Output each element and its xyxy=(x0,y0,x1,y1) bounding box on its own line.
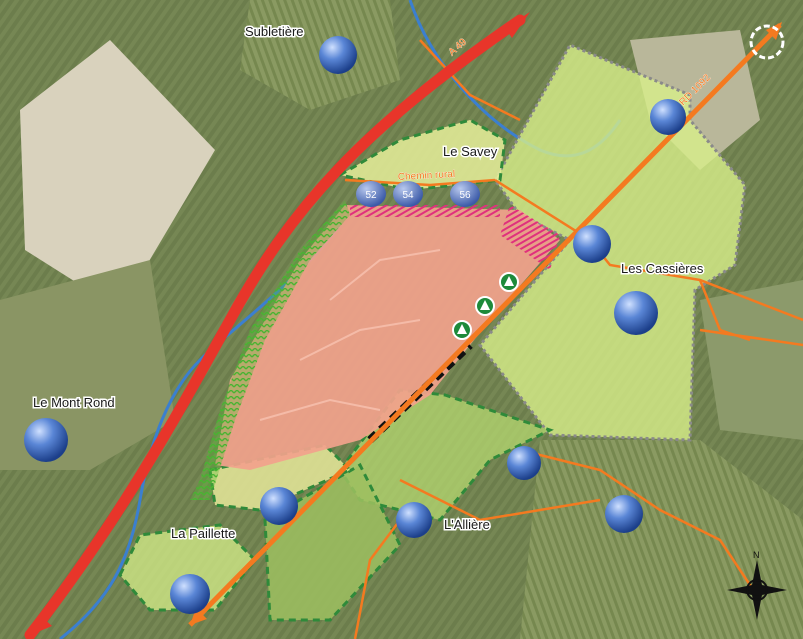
highway-a49 xyxy=(24,14,526,639)
numbered-marker[interactable]: 56 xyxy=(450,181,480,207)
place-label-les-cassieres: Les Cassières xyxy=(621,261,704,276)
bare-field xyxy=(20,40,215,310)
marker-number: 52 xyxy=(365,190,377,201)
globe-marker-east[interactable] xyxy=(507,446,541,480)
marker-number: 56 xyxy=(459,190,471,201)
globe-marker-subletiere[interactable] xyxy=(319,36,357,74)
globe-marker-la-paillette-north[interactable] xyxy=(260,487,298,525)
bare-field xyxy=(630,30,760,170)
field xyxy=(0,260,175,470)
place-label-subletiere: Subletière xyxy=(245,24,304,39)
station-marker-icon[interactable] xyxy=(475,296,495,316)
numbered-marker[interactable]: 54 xyxy=(393,181,423,207)
place-label-le-mont-rond: Le Mont Rond xyxy=(33,395,115,410)
local-roads xyxy=(344,39,803,639)
place-label-l-alliere: L'Allière xyxy=(444,517,490,532)
globe-marker-le-mont-rond[interactable] xyxy=(24,418,68,462)
station-marker-icon[interactable] xyxy=(499,272,519,292)
globe-marker-north-east[interactable] xyxy=(650,99,686,135)
place-label-le-savey: Le Savey xyxy=(443,144,498,159)
globe-marker-les-cassieres[interactable] xyxy=(573,225,611,263)
north-indicator-icon xyxy=(749,24,785,60)
path-label: Chemin rural xyxy=(398,169,456,183)
numbered-marker[interactable]: 52 xyxy=(356,181,386,207)
extension-zone xyxy=(263,462,402,622)
compass-rose-icon: N xyxy=(727,550,787,620)
globe-marker-la-paillette[interactable] xyxy=(170,574,210,614)
screening-hatch xyxy=(350,205,500,217)
field xyxy=(700,280,803,440)
globe-marker-south-east[interactable] xyxy=(605,495,643,533)
place-label-la-paillette: La Paillette xyxy=(171,526,235,541)
globe-marker-l-alliere[interactable] xyxy=(396,502,432,538)
vegetation-buffer xyxy=(190,200,350,500)
marker-number: 54 xyxy=(402,190,414,201)
screening-hatch xyxy=(500,205,560,270)
svg-text:N: N xyxy=(753,550,760,560)
station-marker-icon[interactable] xyxy=(452,320,472,340)
globe-marker-les-cassieres-south[interactable] xyxy=(614,291,658,335)
